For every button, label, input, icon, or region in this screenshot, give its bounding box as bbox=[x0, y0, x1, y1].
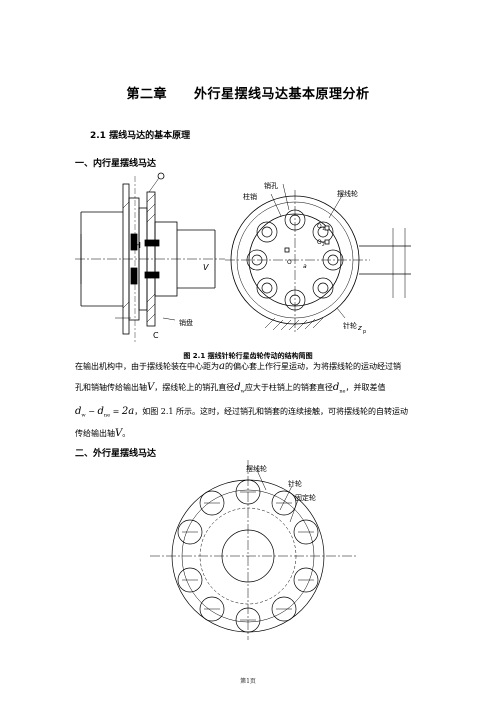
o2-label: O bbox=[317, 239, 322, 246]
section-heading: 2.1 摆线马达的基本原理 bbox=[90, 131, 191, 141]
o2-sub-label: 2 bbox=[322, 242, 325, 247]
fig2-pin-gear-label: 针轮 bbox=[288, 479, 302, 488]
pin-plate-label: 销盘 bbox=[179, 318, 193, 327]
figure-2-2-outer-cycloid-diagram: 摆线轮 针轮 固定轮 bbox=[150, 460, 358, 640]
figure-2-1-caption: 图 2.1 摆线针轮行星齿轮传动的结构简图 bbox=[183, 352, 313, 360]
paragraph-line-2: 孔和销轴传给输出轴V，摆线轮上的销孔直径dw应大于柱销上的销套直径dne，并取差… bbox=[75, 382, 386, 395]
pin-label: 柱销 bbox=[243, 192, 257, 201]
o1-sub-label: 1 bbox=[322, 226, 325, 231]
pin-gear-z-label: z bbox=[357, 324, 362, 332]
paragraph-line-4: 传给输出轴V。 bbox=[75, 428, 131, 439]
pin-gear-label: 针轮 bbox=[343, 321, 357, 330]
cycloid-wheel-label: 摆线轮 bbox=[337, 189, 358, 198]
paragraph-line-1: 在输出机构中，由于摆线轮装在中心距为a的偏心套上作行星运动，为将摆线轮的运动经过… bbox=[75, 361, 401, 372]
pin-gear-sub-label: p bbox=[363, 329, 366, 335]
page-footer: 第1页 bbox=[240, 678, 256, 685]
chapter-title: 第二章 外行星摆线马达基本原理分析 bbox=[126, 87, 370, 102]
subsection-heading-2: 二、外行星摆线马达 bbox=[75, 449, 157, 459]
paragraph-line-3: dw − dne = 2a，如图 2.1 所示。这时，经过销孔和销套的连续接触，… bbox=[75, 406, 409, 419]
o-label: O bbox=[287, 259, 292, 266]
subsection-heading-1: 一、内行星摆线马达 bbox=[75, 159, 157, 169]
c-label: C bbox=[153, 331, 159, 340]
a-label: a bbox=[303, 263, 307, 270]
h-label: H bbox=[135, 241, 141, 250]
fig2-fixed-wheel-label: 固定轮 bbox=[295, 493, 316, 502]
v-label: V bbox=[203, 263, 209, 272]
figure-2-1-structure-diagram: 销孔 柱销 摆线轮 销盘 针轮 z p H V C O O 1 O 2 a bbox=[75, 172, 411, 343]
fig2-cycloid-wheel-label: 摆线轮 bbox=[246, 464, 267, 473]
pin-hole-label: 销孔 bbox=[264, 181, 278, 190]
o1-label: O bbox=[317, 223, 322, 230]
